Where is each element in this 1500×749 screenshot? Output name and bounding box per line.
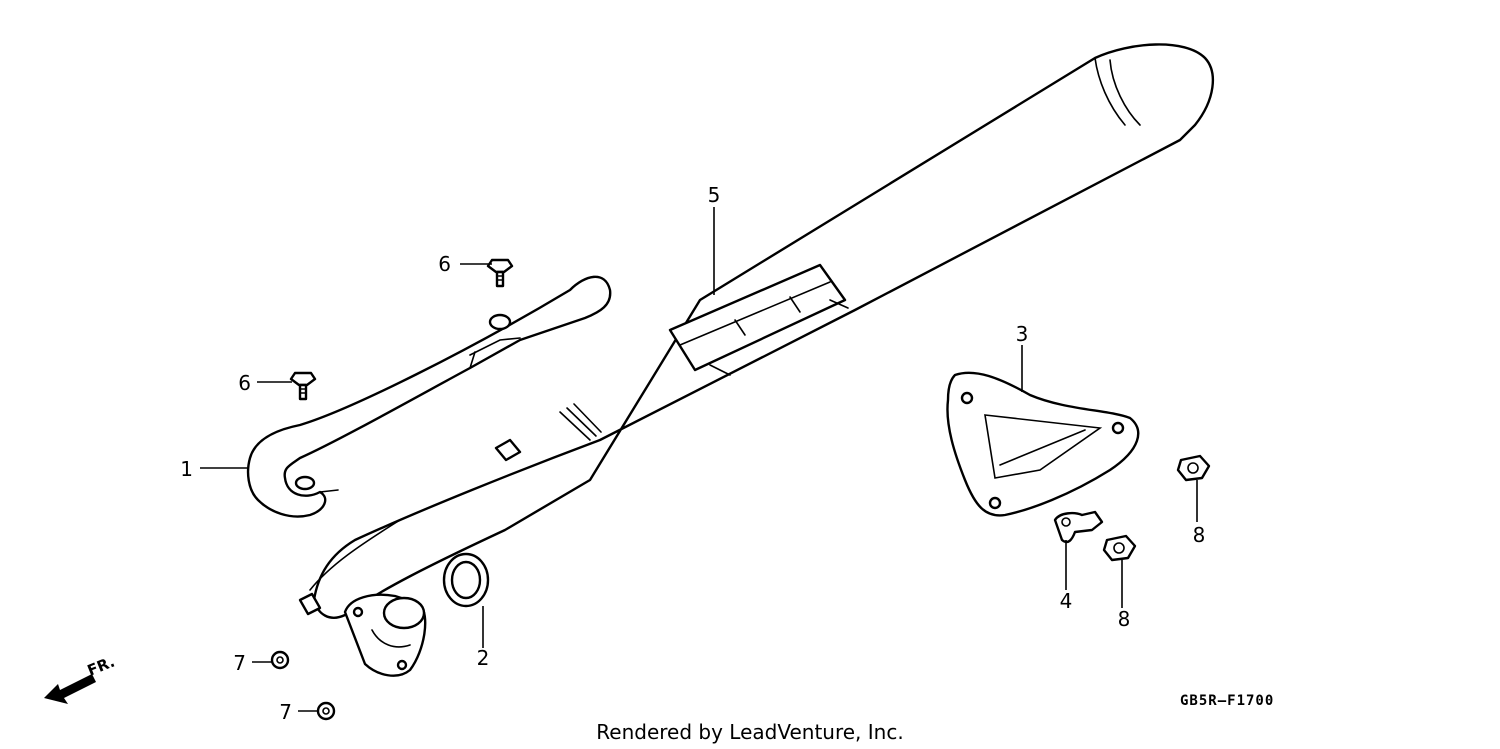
callout-2: 2 [477,646,490,670]
callout-3: 3 [1016,322,1029,346]
clamp[interactable] [1053,510,1104,544]
nut-upper[interactable] [270,650,290,670]
bolt-lower[interactable] [289,371,317,401]
callout-7-upper: 7 [233,651,246,675]
callout-8-upper: 8 [1193,523,1206,547]
callout-6-upper: 6 [438,252,451,276]
footer-credit: Rendered by LeadVenture, Inc. [596,720,903,744]
arrow-icon [44,674,96,704]
callout-1: 1 [180,457,193,481]
muffler-assembly[interactable] [298,43,1214,677]
callout-5: 5 [708,183,721,207]
callout-6-lower: 6 [238,371,251,395]
flange-nut-lower[interactable] [1102,534,1137,562]
nut-lower[interactable] [316,701,336,721]
diagram-code: GB5R–F1700 [1180,693,1274,709]
front-direction-indicator: FR. [44,653,117,704]
front-label: FR. [85,653,118,680]
muffler-stay-bracket[interactable] [946,371,1140,517]
callout-7-lower: 7 [279,700,292,724]
exhaust-gasket[interactable] [442,552,490,608]
heat-protector[interactable] [246,275,612,518]
leader-lines [200,207,1198,712]
callout-8-lower: 8 [1118,607,1131,631]
callout-4: 4 [1060,589,1073,613]
bolt-upper[interactable] [486,258,514,288]
flange-nut-upper[interactable] [1176,454,1211,482]
